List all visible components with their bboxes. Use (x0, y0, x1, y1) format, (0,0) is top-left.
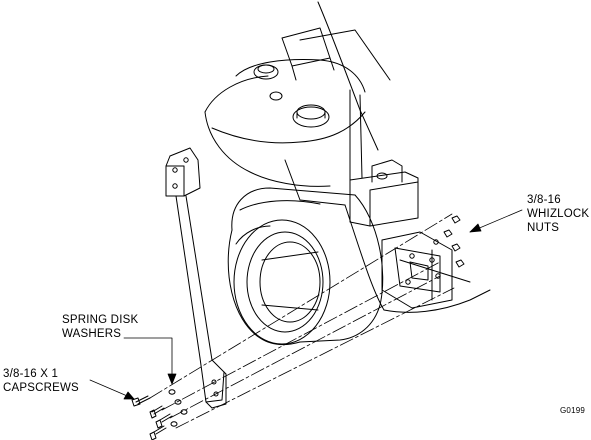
alignment-lines (150, 214, 454, 428)
axle-bracket (166, 148, 226, 408)
callout-spring-disk-washers: SPRING DISK WASHERS (62, 313, 138, 341)
leader-lines (90, 210, 522, 399)
callout-line: WASHERS (62, 328, 122, 340)
chassis-body (205, 2, 490, 312)
whizlock-nuts (444, 216, 464, 267)
callout-line: CAPSCREWS (3, 382, 79, 394)
callout-line: 3/8-16 X 1 (3, 368, 59, 380)
frame-mount-plate (382, 232, 452, 308)
capscrews (132, 396, 172, 440)
callout-line: SPRING DISK (62, 314, 139, 326)
callout-line: 3/8-16 (527, 194, 561, 206)
callout-line: WHIZLOCK (527, 208, 590, 220)
drawing-code: G0199 (560, 406, 586, 415)
callout-line: NUTS (527, 222, 560, 234)
spring-disk-washers (169, 390, 187, 426)
wheel-tire (228, 188, 383, 345)
callout-capscrews: 3/8-16 X 1 CAPSCREWS (3, 367, 79, 395)
callout-whizlock-nuts: 3/8-16 WHIZLOCK NUTS (527, 193, 589, 235)
